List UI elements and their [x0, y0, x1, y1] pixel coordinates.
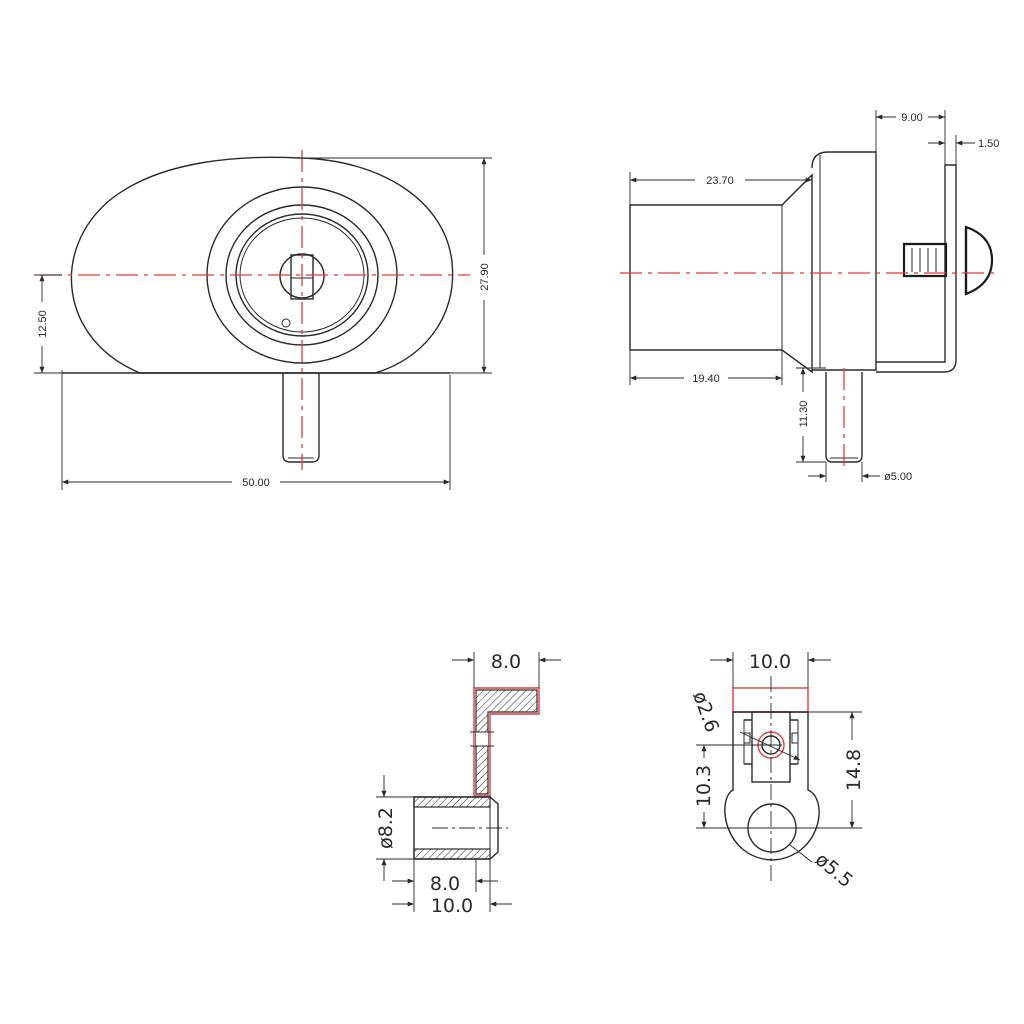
side-flange — [811, 151, 877, 371]
plan-small-hole-label: ø2.6 — [688, 689, 723, 736]
plan-body — [724, 711, 820, 861]
bracket-l-section — [475, 689, 538, 795]
plan-flange-red — [732, 687, 809, 713]
dim-pin-length: 11.30 — [796, 367, 826, 463]
front-offset-label: 12.50 — [37, 310, 49, 338]
bracket-plan-view: 10.0 14.8 10.3 ø2.6 ø5.5 — [688, 651, 865, 892]
front-width-label: 50.00 — [242, 477, 270, 489]
side-plate-label: 1.50 — [978, 138, 999, 150]
bracket-inner-label: 8.0 — [430, 873, 460, 895]
dim-large-hole: ø5.5 — [789, 844, 857, 893]
dim-offset: 12.50 — [34, 274, 62, 374]
dim-body-length: 23.70 — [629, 172, 812, 205]
dim-height: 27.90 — [300, 157, 492, 374]
front-height-label: 27.90 — [479, 263, 491, 291]
dim-plan-height: 14.8 — [800, 711, 865, 829]
side-view: 23.70 9.00 1.50 19.40 11.30 — [620, 110, 1000, 483]
plan-width-label: 10.0 — [749, 651, 791, 673]
sleeve-bottom-wall — [413, 848, 491, 860]
dim-bracket-top: 8.0 — [452, 651, 561, 688]
dim-width: 50.00 — [61, 370, 451, 490]
side-plate — [876, 164, 957, 373]
dim-bore: ø8.2 — [375, 775, 414, 881]
dim-pin-dia: ø5.00 — [808, 462, 912, 483]
dim-overall: 10.0 — [392, 895, 512, 917]
side-screw — [902, 242, 948, 278]
side-pin-dia-label: ø5.00 — [884, 471, 912, 483]
screw-head — [964, 225, 994, 296]
bracket-overall-label: 10.0 — [431, 895, 473, 917]
dim-plan-center: 10.3 — [693, 744, 760, 829]
plan-center-label: 10.3 — [693, 765, 715, 807]
plan-large-hole-label: ø5.5 — [811, 849, 857, 893]
detent-dot — [281, 318, 291, 328]
bracket-bore-label: ø8.2 — [375, 807, 397, 849]
dim-neck: 19.40 — [629, 350, 783, 385]
front-body-outline — [70, 156, 454, 374]
side-body-length-label: 23.70 — [706, 175, 734, 187]
plan-height-label: 14.8 — [843, 749, 865, 791]
dim-plate: 1.50 — [928, 135, 999, 165]
side-neck-label: 19.40 — [692, 373, 720, 385]
side-flange-label: 9.00 — [901, 112, 922, 124]
dim-flange: 9.00 — [875, 110, 946, 165]
side-pin-length-label: 11.30 — [798, 401, 810, 428]
bracket-section-view: 8.0 ø8.2 8.0 10.0 — [375, 651, 561, 917]
bracket-top-label: 8.0 — [491, 651, 521, 673]
sleeve-top-wall — [413, 796, 491, 808]
front-view: 50.00 27.90 12.50 — [34, 150, 492, 490]
dim-plan-width: 10.0 — [710, 651, 831, 688]
front-pin — [282, 373, 320, 463]
